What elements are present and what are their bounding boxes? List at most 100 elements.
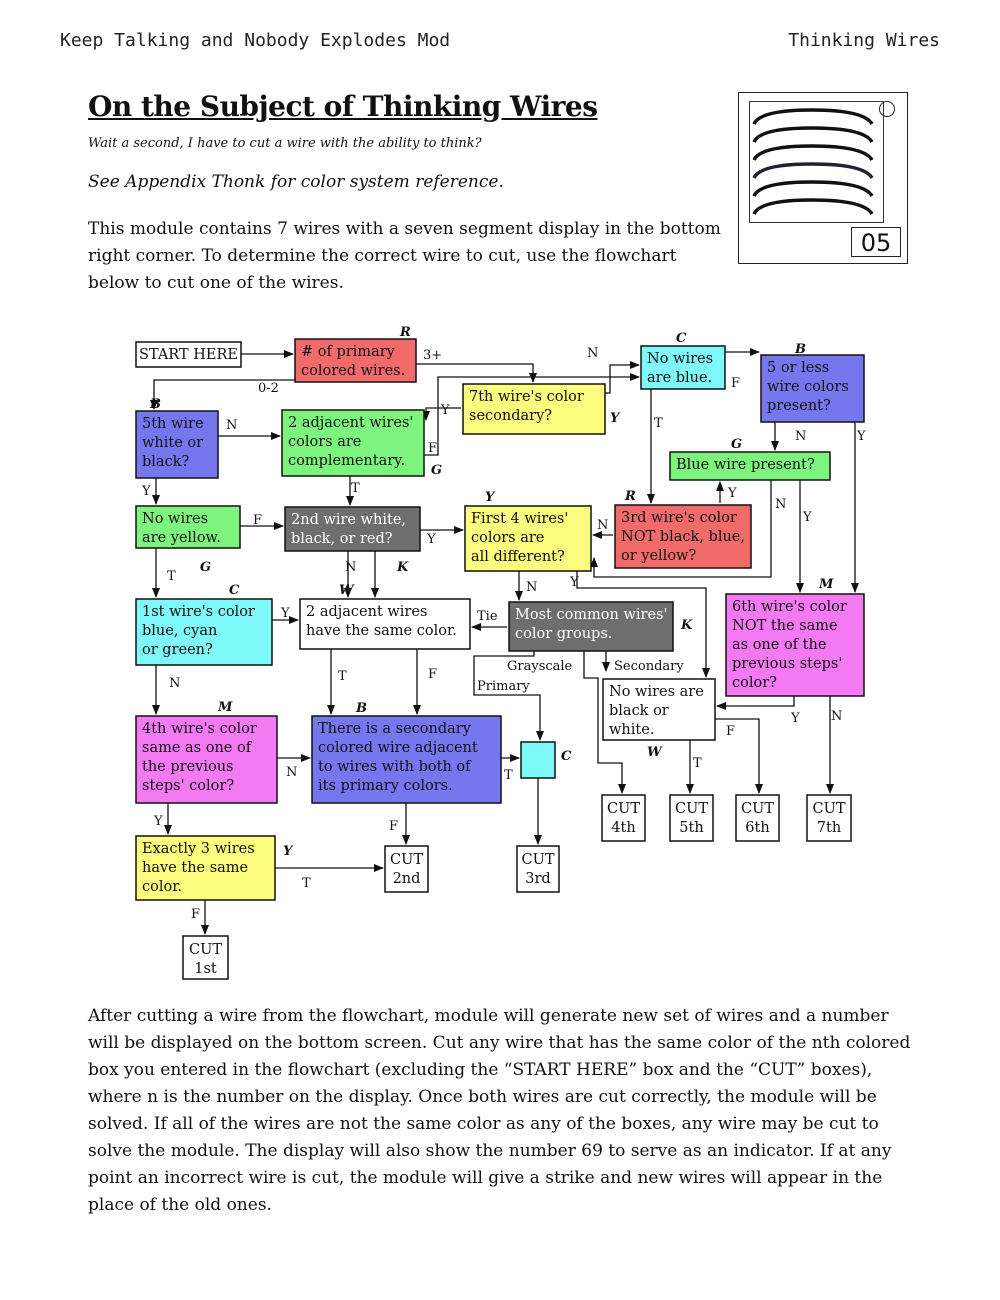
color-code-tag: M — [818, 577, 834, 592]
color-code-tag: R — [399, 325, 411, 340]
flow-arrow — [422, 407, 461, 421]
edge-label-noblue_n: N — [587, 346, 598, 361]
edge-label-w1_y: Y — [280, 606, 290, 621]
flow-arrow — [473, 651, 544, 741]
flow-node-line: CUT — [675, 801, 708, 817]
flow-node-w2wbr: 2nd wire white,black, or red?K — [284, 506, 421, 575]
flow-node-box — [725, 593, 865, 697]
flow-node-box — [135, 598, 273, 666]
flow-node-line: have the same — [142, 860, 248, 876]
flow-node-line: colors are — [471, 530, 544, 546]
flow-node-line: 6th wire's color — [732, 599, 847, 615]
flow-node-line: or green? — [142, 642, 213, 658]
flow-node-box — [135, 341, 242, 368]
edge-label-same_t: T — [338, 669, 347, 684]
flow-node-line: No wires are — [609, 684, 704, 700]
flow-node-line: to wires with both of — [318, 759, 472, 775]
status-led-icon — [879, 101, 895, 117]
flow-arrow — [715, 718, 763, 794]
edge-label-noy_f: F — [253, 513, 262, 528]
flow-node-box — [735, 794, 780, 842]
color-code-tag: W — [647, 745, 663, 760]
flow-node-line: 7th wire's color — [469, 389, 584, 405]
flow-node-line: black or — [609, 703, 669, 719]
flow-node-line: 4th wire's color — [142, 721, 257, 737]
flow-node-line: Blue wire present? — [676, 457, 815, 473]
edge-label-w2_y: Y — [426, 532, 436, 547]
color-code-tag: Y — [485, 490, 496, 505]
header-module-title: Thinking Wires — [788, 30, 940, 51]
color-code-tag: Y — [610, 411, 621, 426]
flow-node-cyanbox: C — [520, 741, 572, 779]
flow-node-line: NOT black, blue, — [621, 529, 745, 545]
appendix-note: See Appendix Thonk for color system refe… — [88, 172, 504, 192]
flow-node-line: 5th wire — [142, 416, 204, 432]
color-code-tag: B — [794, 342, 806, 357]
edge-label-ex_f: F — [191, 907, 200, 922]
flow-node-line: CUT — [390, 852, 423, 868]
flow-node-line: Exactly 3 wires — [142, 841, 255, 857]
flow-arrow — [605, 361, 640, 394]
edge-label-w5_n: N — [226, 418, 237, 433]
flow-node-line: CUT — [813, 801, 846, 817]
outro-paragraph: After cutting a wire from the flowchart,… — [88, 1006, 911, 1215]
flow-node-line: 2 adjacent wires — [306, 604, 427, 620]
edge-label-threeplus: 3+ — [423, 348, 442, 363]
flow-node-line: the previous — [142, 759, 234, 775]
flow-node-line: previous steps' — [732, 656, 842, 672]
flow-node-line: steps' color? — [142, 778, 234, 794]
edge-label-ex_t: T — [302, 876, 311, 891]
flow-node-box — [464, 505, 592, 572]
flow-node-box — [384, 845, 429, 893]
color-code-tag: G — [431, 463, 442, 478]
flow-node-line: have the same color. — [306, 623, 457, 639]
flow-node-line: 3rd wire's color — [621, 510, 737, 526]
flow-node-box — [516, 845, 560, 893]
flow-node-line: START HERE — [139, 347, 238, 363]
intro-paragraph: This module contains 7 wires with a seve… — [88, 219, 721, 293]
edge-label-first4_n: N — [597, 518, 608, 533]
wires-icon — [749, 101, 884, 223]
edge-label-zerotwo: 0-2 — [258, 381, 279, 396]
flow-node-line: wire colors — [767, 379, 849, 395]
flow-node-box — [601, 794, 646, 842]
edge-label-w5_y: Y — [141, 484, 151, 499]
flow-node-line: are yellow. — [142, 530, 221, 546]
flow-node-cut5: CUT 5th — [669, 794, 714, 842]
flow-node-line: 5th — [679, 820, 703, 836]
flow-node-box — [806, 794, 852, 842]
edge-label-w2_n: N — [345, 560, 356, 575]
flow-node-box — [640, 345, 726, 390]
color-code-tag: Y — [283, 844, 294, 859]
color-code-tag: M — [217, 700, 233, 715]
color-code-tag: C — [676, 331, 687, 346]
flow-arrow — [590, 480, 772, 578]
flow-node-line: or yellow? — [621, 548, 696, 564]
edge-label-primary: Primary — [477, 679, 530, 694]
flow-node-line: 4th — [611, 820, 635, 836]
flow-node-line: 2 adjacent wires' — [288, 415, 413, 431]
flow-node-bluepres: Blue wire present? G — [669, 437, 831, 481]
flow-node-common: Most common wires'color groups.K — [508, 601, 693, 652]
page-subtitle: Wait a second, I have to cut a wire with… — [88, 136, 482, 151]
flow-node-line: white. — [609, 722, 654, 738]
color-code-tag: C — [229, 583, 240, 598]
edge-label-five_n: N — [795, 429, 806, 444]
edge-label-w4_n: N — [286, 765, 297, 780]
flow-node-line: There is a secondary — [318, 721, 472, 737]
flow-node-box — [284, 506, 421, 552]
flow-node-line: same as one of — [142, 740, 253, 756]
color-code-tag: G — [731, 437, 742, 452]
flow-node-box — [462, 383, 606, 435]
flow-node-box — [135, 835, 276, 901]
